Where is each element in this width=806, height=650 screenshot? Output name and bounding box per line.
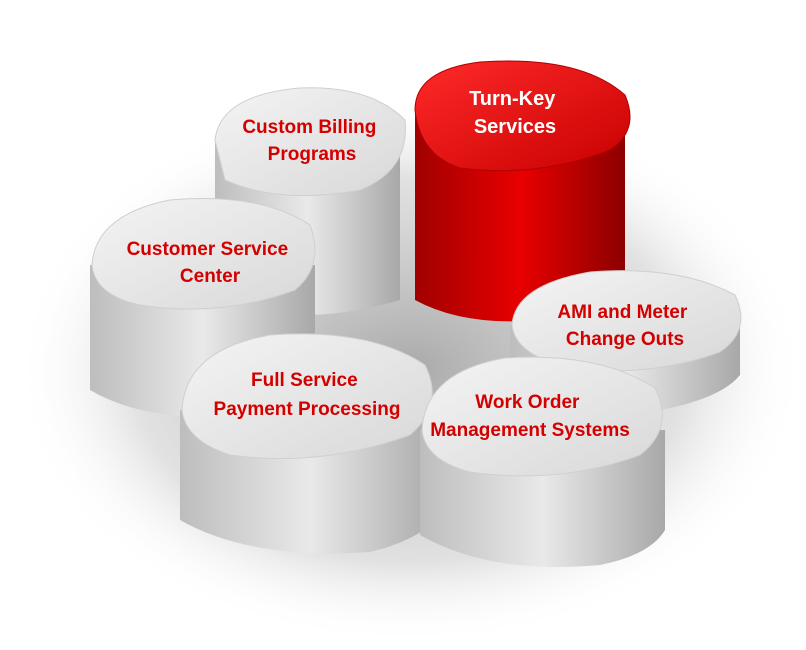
label-ami-meter: AMI and Meter Change Outs (557, 302, 692, 350)
gear-turn-key (414, 60, 631, 322)
label-custom-billing: Custom Billing Programs (242, 117, 381, 165)
label-customer-service: Customer Service Center (127, 239, 294, 287)
gear-work-order (420, 356, 665, 567)
label-work-order: Work Order Management Systems (430, 392, 630, 441)
label-payment-processing: Full Service Payment Processing (214, 370, 401, 420)
gear-payment-processing (180, 333, 440, 554)
label-turn-key: Turn-Key Services (469, 88, 561, 138)
